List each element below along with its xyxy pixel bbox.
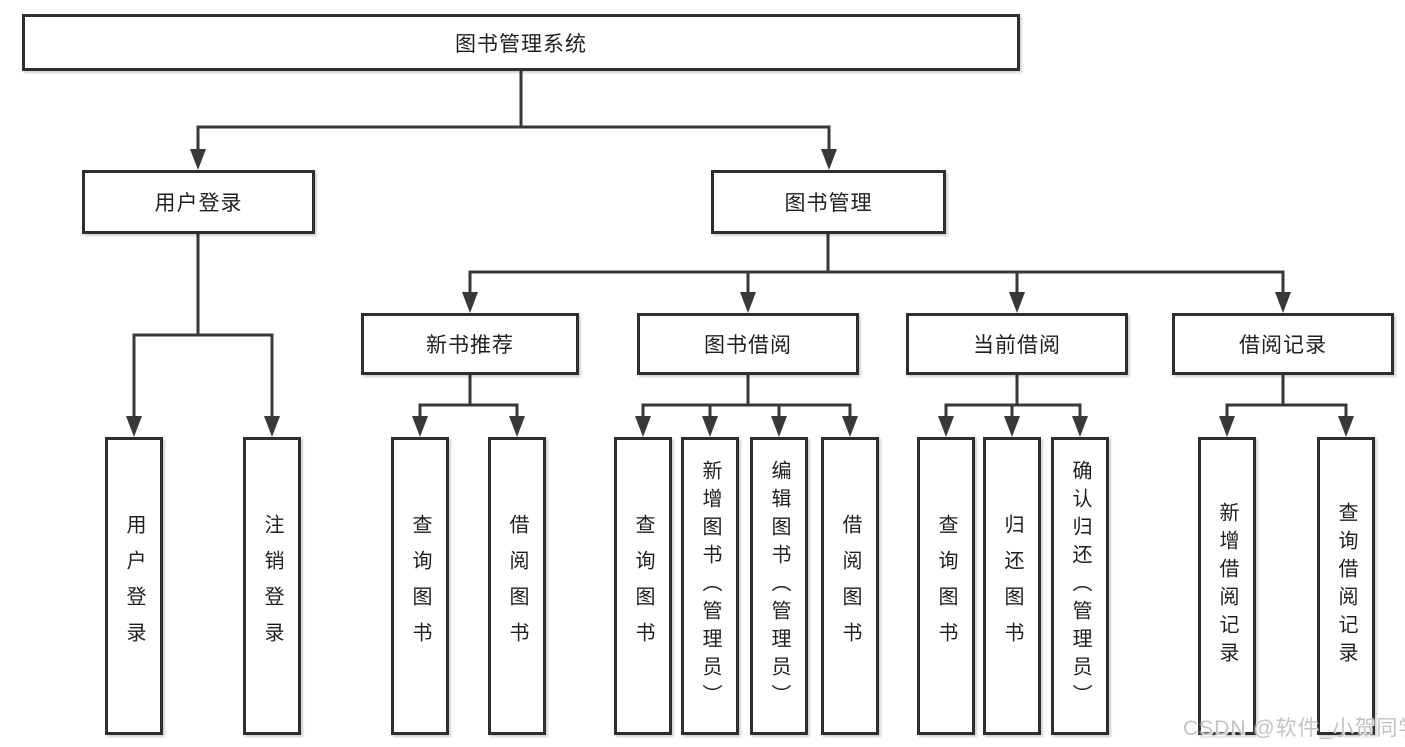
- node-label: 借阅记录: [1239, 334, 1327, 357]
- leaf-edit-book-admin: 编辑图书（管理员）: [750, 437, 808, 735]
- node-label: 图书管理: [784, 192, 873, 215]
- leaf-query-books-borrow: 查询图书: [614, 437, 672, 735]
- leaf-return-book: 归还图书: [983, 437, 1041, 735]
- node-label: 用户登录: [123, 514, 145, 658]
- arrowheads: [126, 149, 1354, 437]
- node-label: 用户登录: [154, 192, 243, 215]
- leaf-add-book-admin: 新增图书（管理员）: [681, 437, 739, 735]
- leaf-borrow-books-recommend: 借阅图书: [488, 437, 546, 735]
- node-book-management-branch: 图书管理: [711, 170, 946, 234]
- node-book-borrowing: 图书借阅: [637, 313, 859, 375]
- node-label: 归还图书: [1001, 514, 1023, 658]
- leaf-query-books-current: 查询图书: [917, 437, 975, 735]
- node-user-login-branch: 用户登录: [82, 170, 315, 234]
- leaf-query-books-recommend: 查询图书: [391, 437, 449, 735]
- node-label: 借阅图书: [506, 514, 528, 658]
- node-label: 查询图书: [409, 514, 431, 658]
- node-label: 查询借阅记录: [1335, 502, 1357, 670]
- node-label: 查询图书: [935, 514, 957, 658]
- leaf-borrow-books: 借阅图书: [821, 437, 879, 735]
- leaf-confirm-return-admin: 确认归还（管理员）: [1051, 437, 1109, 735]
- node-label: 当前借阅: [973, 334, 1061, 357]
- node-label: 新增借阅记录: [1216, 502, 1238, 670]
- csdn-watermark: CSDN @软件_小贺同学: [1183, 717, 1405, 740]
- node-system-root: 图书管理系统: [22, 14, 1020, 71]
- node-label: 查询图书: [632, 514, 654, 658]
- node-label: 注销登录: [261, 514, 283, 658]
- leaf-add-borrow-record: 新增借阅记录: [1198, 437, 1256, 735]
- leaf-user-login: 用户登录: [105, 437, 163, 735]
- node-label: 新书推荐: [426, 334, 514, 357]
- node-label: 编辑图书（管理员）: [768, 460, 790, 712]
- leaf-query-borrow-record: 查询借阅记录: [1317, 437, 1375, 735]
- node-label: 图书借阅: [704, 334, 792, 357]
- node-label: 确认归还（管理员）: [1069, 460, 1091, 712]
- node-label: 图书管理系统: [455, 32, 587, 56]
- node-label: 借阅图书: [839, 514, 861, 658]
- node-label: 新增图书（管理员）: [699, 460, 721, 712]
- node-current-borrowing: 当前借阅: [906, 313, 1128, 375]
- node-new-book-recommend: 新书推荐: [361, 313, 579, 375]
- node-borrowing-records: 借阅记录: [1172, 313, 1394, 375]
- leaf-logout: 注销登录: [243, 437, 301, 735]
